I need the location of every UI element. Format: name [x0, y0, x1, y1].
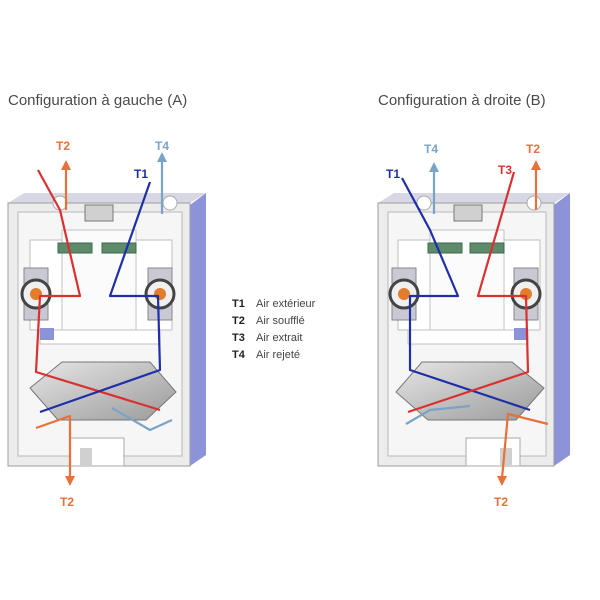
legend-key: T4	[232, 349, 245, 361]
legend-item-t2: T2 Air soufflé	[232, 313, 315, 330]
config-b-t1-line	[401, 177, 531, 412]
config-b-t3-line	[407, 171, 530, 414]
config-a-label-t2-bottom: T2	[60, 495, 74, 509]
config-a-t3-line	[34, 169, 161, 412]
legend-key: T3	[232, 332, 245, 344]
config-a-cabinet	[7, 193, 206, 467]
config-b-label-t1-top: T1	[386, 167, 400, 181]
config-a-label-t4-top: T4	[155, 139, 169, 153]
config-a-label-t2-top: T2	[56, 139, 70, 153]
config-b-label-t2-top: T2	[526, 142, 540, 156]
config-b-t2-arrow-up	[531, 160, 541, 170]
config-a-t2-bottom-line	[35, 414, 72, 478]
config-b-label-t4-top: T4	[424, 142, 438, 156]
legend: T1 Air extérieur T2 Air soufflé T3 Air extr…	[232, 296, 315, 364]
config-b-label-t2-bottom: T2	[494, 495, 508, 509]
config-b-t4-low-line	[405, 404, 471, 425]
legend-item-t4: T4 Air rejeté	[232, 347, 315, 364]
legend-text: Air extérieur	[256, 298, 316, 310]
config-a-title: Configuration à gauche (A)	[8, 92, 188, 109]
config-a-t2-arrow-up	[61, 160, 71, 170]
config-b-t4-arrow-up	[429, 162, 439, 172]
legend-text: Air soufflé	[256, 315, 305, 327]
config-a-t1-line	[39, 181, 162, 414]
legend-item-t1: T1 Air extérieur	[232, 296, 315, 313]
config-b-cabinet	[377, 193, 570, 467]
config-a-label-t1-top: T1	[134, 167, 148, 181]
config-a-t2-arrow-down	[65, 476, 75, 486]
config-b-t2-bottom-line	[500, 412, 549, 479]
legend-key: T1	[232, 298, 245, 310]
config-b-title: Configuration à droite (B)	[378, 92, 546, 109]
legend-text: Air extrait	[256, 332, 303, 344]
legend-key: T2	[232, 315, 245, 327]
config-a-t4-low-line	[111, 407, 173, 432]
legend-item-t3: T3 Air extrait	[232, 330, 315, 347]
config-b-t2-arrow-down	[497, 476, 507, 486]
config-a-t4-arrow-up	[157, 152, 167, 162]
legend-text: Air rejeté	[256, 349, 301, 361]
config-b-label-t3-top: T3	[498, 163, 512, 177]
